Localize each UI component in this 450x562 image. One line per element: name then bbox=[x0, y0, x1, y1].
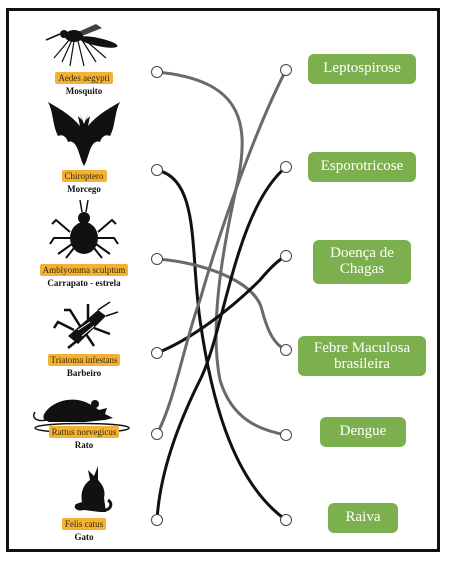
node-left-mosquito[interactable] bbox=[151, 66, 163, 78]
bat-icon bbox=[44, 100, 124, 166]
disease-dengue[interactable]: Dengue bbox=[320, 417, 406, 447]
node-left-barbeiro[interactable] bbox=[151, 347, 163, 359]
mosquito-icon bbox=[44, 22, 124, 68]
animal-gato: Felis catus Gato bbox=[24, 462, 144, 542]
node-right-leptospirose[interactable] bbox=[280, 64, 292, 76]
animal-common-name: Carrapato - estrela bbox=[24, 278, 144, 288]
animal-common-name: Mosquito bbox=[24, 86, 144, 96]
kissing-bug-icon bbox=[44, 300, 124, 350]
node-left-gato[interactable] bbox=[151, 514, 163, 526]
disease-esporotricose[interactable]: Esporotricose bbox=[308, 152, 416, 182]
animal-scientific-name: Rattus norvegicus bbox=[49, 426, 120, 438]
animal-scientific-name: Triatoma infestans bbox=[48, 354, 121, 366]
animal-rato: Rattus norvegicus Rato bbox=[24, 392, 144, 450]
node-left-carrapato[interactable] bbox=[151, 253, 163, 265]
node-left-morcego[interactable] bbox=[151, 164, 163, 176]
disease-raiva[interactable]: Raiva bbox=[328, 503, 398, 533]
animal-common-name: Barbeiro bbox=[24, 368, 144, 378]
cat-icon bbox=[44, 462, 124, 514]
disease-maculosa[interactable]: Febre Maculosa brasileira bbox=[298, 336, 426, 376]
animal-scientific-name: Felis catus bbox=[62, 518, 106, 530]
animal-common-name: Rato bbox=[24, 440, 144, 450]
animal-mosquito: Aedes aegypti Mosquito bbox=[24, 22, 144, 96]
animal-barbeiro: Triatoma infestans Barbeiro bbox=[24, 300, 144, 378]
tick-icon bbox=[44, 198, 124, 260]
node-right-chagas[interactable] bbox=[280, 250, 292, 262]
node-right-maculosa[interactable] bbox=[280, 344, 292, 356]
link-rato-leptospirose bbox=[157, 70, 286, 434]
animal-morcego: Chiroptero Morcego bbox=[24, 100, 144, 194]
animal-common-name: Gato bbox=[24, 532, 144, 542]
disease-leptospirose[interactable]: Leptospirose bbox=[308, 54, 416, 84]
node-right-raiva[interactable] bbox=[280, 514, 292, 526]
animal-scientific-name: Chiroptero bbox=[62, 170, 107, 182]
disease-chagas[interactable]: Doença de Chagas bbox=[313, 240, 411, 284]
node-right-dengue[interactable] bbox=[280, 429, 292, 441]
node-left-rato[interactable] bbox=[151, 428, 163, 440]
node-right-esporotricose[interactable] bbox=[280, 161, 292, 173]
animal-common-name: Morcego bbox=[24, 184, 144, 194]
animal-carrapato: Amblyomma sculptum Carrapato - estrela bbox=[24, 198, 144, 288]
animal-scientific-name: Amblyomma sculptum bbox=[40, 264, 129, 276]
animal-scientific-name: Aedes aegypti bbox=[55, 72, 112, 84]
